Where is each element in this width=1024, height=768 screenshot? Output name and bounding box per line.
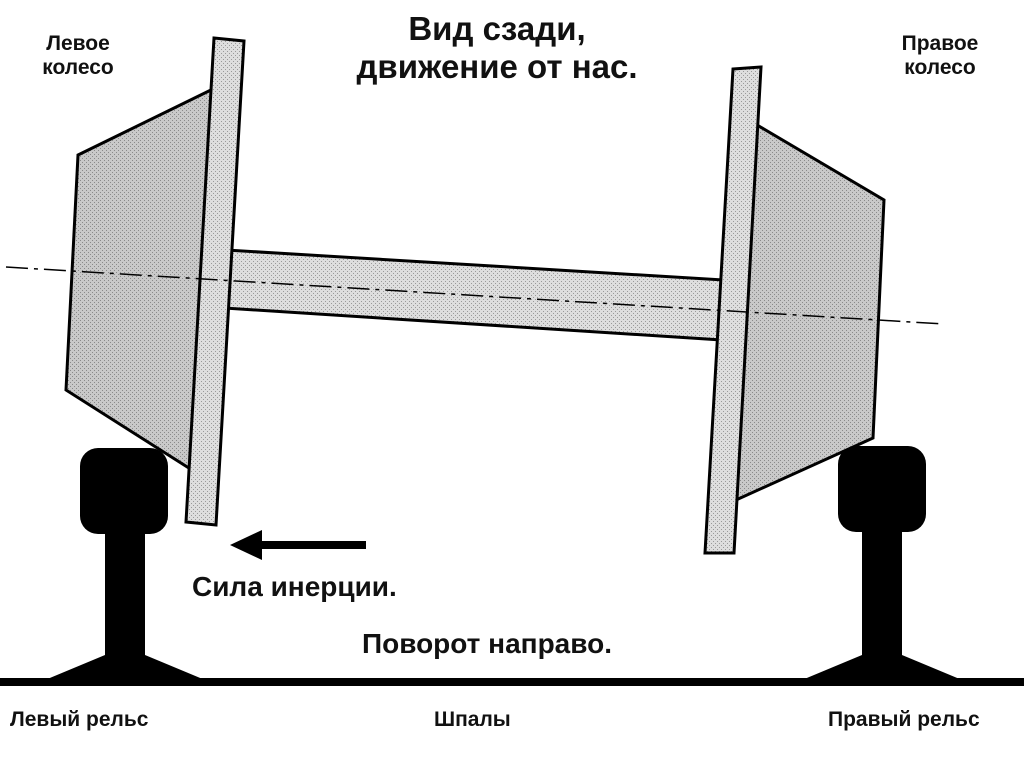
left-wheel-flange [184,36,246,527]
axis-centerline [5,266,945,325]
sleepers-label: Шпалы [434,708,511,731]
sleepers-line [0,678,1024,686]
right-wheel-label-line-2: колесо [904,56,976,80]
left-rail [45,448,205,680]
left-wheel-label-line-2: колесо [42,56,114,80]
diagram-title: Вид сзади, движение от нас. [312,10,682,86]
turn-label: Поворот направо. [362,628,612,659]
right-rail-label: Правый рельс [828,708,980,731]
right-wheel-label-line-1: Правое [901,32,979,55]
left-wheel-label-line-1: Левое [46,32,110,55]
title-line-2: движение от нас. [356,47,638,85]
inertia-force-label: Сила инерции. [192,571,397,602]
right-wheel-label: Правое колесо [880,32,1000,80]
left-wheel-label: Левое колесо [18,32,138,80]
title-line-1: Вид сзади, [408,10,586,47]
right-rail [802,446,962,680]
right-wheel [734,119,886,503]
right-wheel-flange [703,65,763,555]
left-rail-label: Левый рельс [10,708,149,731]
inertia-arrow [230,530,366,560]
